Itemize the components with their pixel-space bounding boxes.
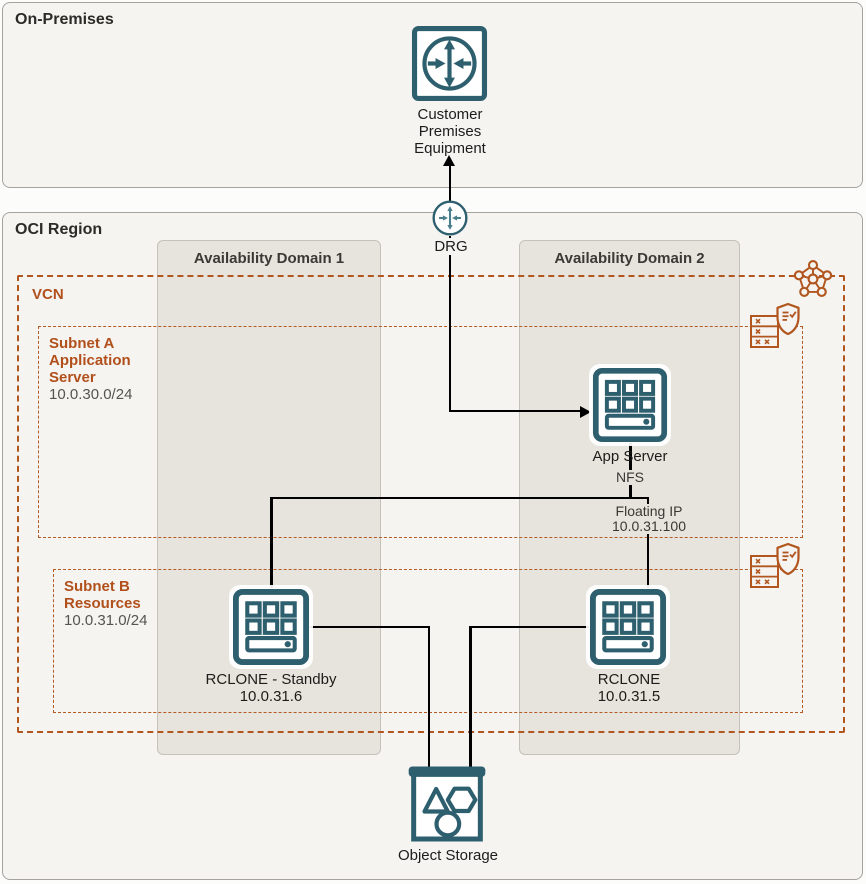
- oci-region-title: OCI Region: [15, 221, 103, 238]
- drg-label: DRG: [429, 238, 473, 255]
- cpe-label: Customer Premises Equipment: [414, 106, 486, 157]
- vcn-boundary: VCN: [17, 275, 845, 733]
- subnet-b-title-line: Subnet B: [64, 578, 130, 595]
- arrowhead-right-appserver: [580, 405, 591, 418]
- rclone-standby-compute-icon: [232, 588, 310, 666]
- connector-drg-down: [448, 236, 452, 411]
- connector-drg-to-appserver: [448, 409, 581, 412]
- connector-standby-storage-v: [427, 625, 430, 767]
- rclone-compute-icon: [589, 588, 667, 666]
- vcn-label: VCN: [32, 286, 64, 303]
- security-list-icon-subnet-a: [749, 302, 801, 350]
- app-server-compute-icon: [592, 367, 668, 443]
- subnet-a-title-line: Subnet A: [49, 335, 115, 352]
- object-storage-icon: [407, 764, 487, 844]
- subnet-b-title-line: Resources: [64, 595, 141, 612]
- subnet-a-boundary: Subnet A Application Server 10.0.30.0/24: [38, 326, 803, 538]
- app-server-label: App Server: [592, 448, 668, 465]
- rclone-standby-label: RCLONE - Standby 10.0.31.6: [205, 671, 337, 705]
- connector-drg-to-cpe: [448, 164, 452, 202]
- connector-nfs-bus: [270, 496, 649, 499]
- nfs-label: NFS: [612, 470, 648, 485]
- connector-to-rclone-standby: [270, 496, 273, 590]
- subnet-a-title-line: Application: [49, 352, 131, 369]
- router-cpe-icon: [411, 25, 488, 102]
- subnet-a-title-line: Server: [49, 369, 96, 386]
- availability-domain-1-header: Availability Domain 1: [193, 250, 345, 267]
- connector-rclone-storage-h: [469, 625, 590, 628]
- rclone-label: RCLONE 10.0.31.5: [597, 671, 661, 705]
- subnet-a-label: Subnet A Application Server 10.0.30.0/24: [49, 335, 132, 403]
- availability-domain-2-header: Availability Domain 2: [554, 250, 705, 267]
- connector-floating-ip: [646, 496, 649, 590]
- on-premises-title: On-Premises: [15, 11, 114, 28]
- subnet-b-label: Subnet B Resources 10.0.31.0/24: [64, 578, 147, 629]
- vcn-network-icon: [790, 255, 836, 301]
- connector-standby-storage-h: [309, 625, 430, 628]
- subnet-b-cidr: 10.0.31.0/24: [64, 612, 148, 629]
- security-list-icon-subnet-b: [749, 542, 801, 590]
- drg-icon: [431, 199, 469, 237]
- connector-rclone-storage-v: [469, 625, 472, 767]
- arrowhead-up-cpe: [443, 155, 455, 166]
- subnet-a-cidr: 10.0.30.0/24: [49, 386, 133, 403]
- floating-ip-label: Floating IP 10.0.31.100: [608, 504, 690, 534]
- object-storage-label: Object Storage: [397, 847, 499, 864]
